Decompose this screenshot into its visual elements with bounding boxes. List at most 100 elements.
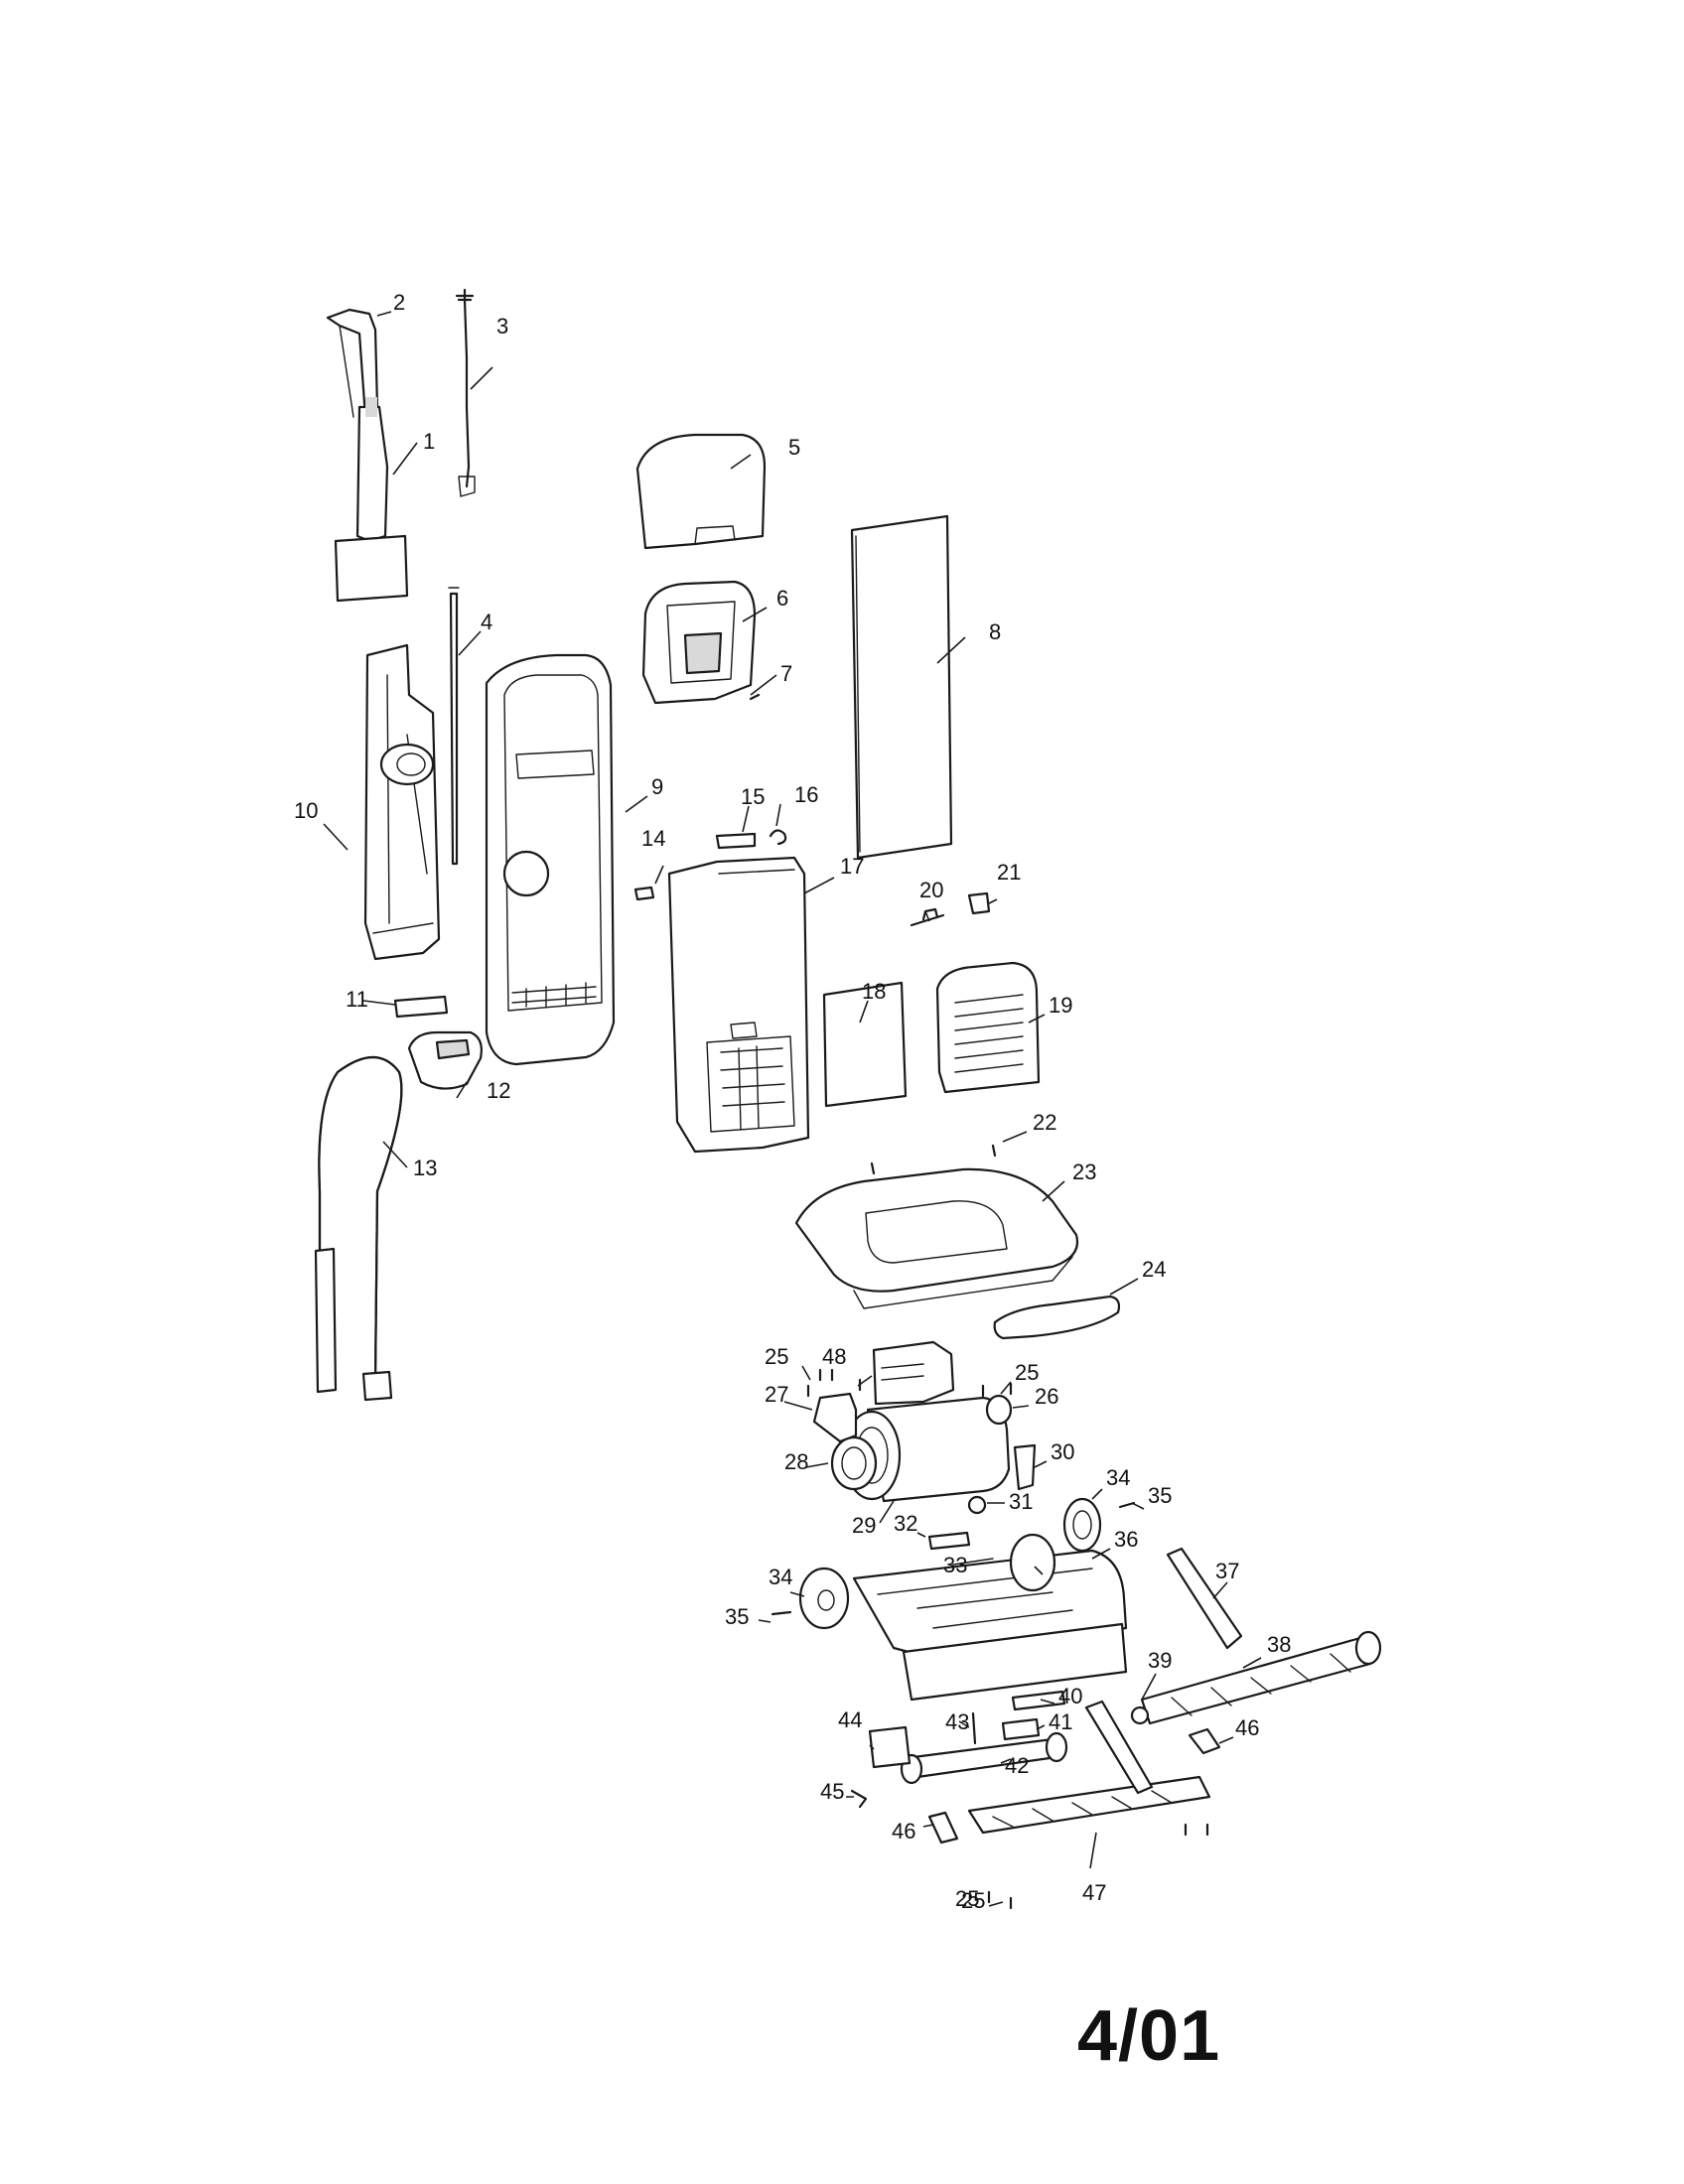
part-16-spring: [769, 829, 787, 846]
part-label-31: 31: [1009, 1489, 1033, 1514]
part-label-22: 22: [1033, 1110, 1056, 1135]
part-label-34: 34: [769, 1565, 792, 1589]
part-label-13: 13: [413, 1156, 437, 1180]
part-5-lid: [635, 433, 767, 550]
part-36-base: [852, 1533, 1128, 1702]
part-label-29: 29: [852, 1513, 876, 1538]
part-label-25: 25: [1015, 1360, 1039, 1385]
leader-lines: [323, 311, 1262, 1907]
part-41-gear: [1001, 1717, 1041, 1741]
part-label-37: 37: [1215, 1559, 1239, 1583]
part-33-belt: [952, 1558, 994, 1566]
part-15-latch: [715, 832, 757, 850]
part-8-panel: [850, 514, 953, 860]
part-label-18: 18: [862, 979, 886, 1004]
part-label-25: 25: [765, 1344, 788, 1369]
part-label-39: 39: [1148, 1648, 1172, 1673]
part-18-filter: [822, 981, 908, 1108]
part-label-27: 27: [765, 1382, 788, 1407]
part-label-2: 2: [393, 290, 405, 315]
part-label-35: 35: [1148, 1483, 1172, 1508]
part-label-26: 26: [1035, 1384, 1058, 1409]
part-label-45: 45: [820, 1779, 844, 1804]
part-11-clip: [393, 995, 449, 1019]
part-21-knob: [967, 891, 991, 915]
part-label-3: 3: [496, 314, 508, 339]
part-label-25: 25: [955, 1886, 979, 1911]
part-6-upper-housing: [641, 580, 757, 705]
date-code: 4/01: [1077, 1996, 1221, 2076]
part-label-42: 42: [1005, 1753, 1029, 1778]
part-40-belt-guard: [1011, 1690, 1066, 1711]
part-34-wheel-left: [798, 1567, 850, 1630]
part-39-endcap: [1130, 1706, 1150, 1725]
part-46-left: [927, 1811, 959, 1844]
part-label-17: 17: [840, 854, 864, 879]
part-label-48: 48: [822, 1344, 846, 1369]
part-20-switch: [910, 907, 945, 927]
part-44-plate: [868, 1725, 912, 1769]
part-45-clip: [850, 1789, 868, 1809]
part-label-36: 36: [1114, 1527, 1138, 1552]
part-12-cup: [407, 1030, 483, 1090]
part-7-screw: [749, 693, 761, 701]
part-47-bottom-plate: [967, 1700, 1211, 1835]
part-main-housing: [485, 653, 616, 1066]
part-label-1: 1: [423, 429, 435, 454]
part-48-motor-housing: [872, 1340, 955, 1406]
part-label-32: 32: [894, 1511, 917, 1536]
part-label-43: 43: [945, 1709, 969, 1734]
part-label-21: 21: [997, 860, 1021, 885]
part-label-6: 6: [776, 586, 788, 611]
part-label-15: 15: [741, 784, 765, 809]
part-31-spring: [967, 1495, 987, 1515]
part-19-grille: [935, 961, 1041, 1094]
part-37-strip: [1166, 1547, 1243, 1650]
part-43-pin: [971, 1711, 977, 1745]
part-label-7: 7: [780, 661, 792, 686]
part-46-right: [1188, 1727, 1221, 1755]
part-rod: [448, 587, 460, 866]
part-label-24: 24: [1142, 1257, 1166, 1282]
part-34-wheel-right: [1062, 1497, 1102, 1553]
part-label-35: 35: [725, 1604, 749, 1629]
part-28-ring: [830, 1435, 878, 1491]
part-label-12: 12: [487, 1078, 510, 1103]
part-27-bracket: [812, 1392, 858, 1443]
part-label-38: 38: [1267, 1632, 1291, 1657]
part-24-bumper: [993, 1295, 1121, 1340]
part-13-hose: [314, 1056, 403, 1402]
part-label-8: 8: [989, 619, 1001, 644]
part-label-9: 9: [651, 774, 663, 799]
part-35-axle-left: [771, 1610, 792, 1616]
part-label-14: 14: [641, 826, 665, 851]
part-handle-tube: [334, 397, 409, 603]
part-label-30: 30: [1051, 1439, 1074, 1464]
part-35-axle-right: [1118, 1501, 1136, 1509]
part-label-41: 41: [1049, 1709, 1072, 1734]
part-label-34: 34: [1106, 1465, 1130, 1490]
part-14-tab: [633, 886, 655, 901]
part-label-5: 5: [788, 435, 800, 460]
part-label-47: 47: [1082, 1880, 1106, 1905]
part-label-4: 4: [481, 610, 492, 634]
part-22-screw: [991, 1144, 997, 1158]
part-label-28: 28: [784, 1449, 808, 1474]
part-power-cord: [455, 288, 476, 497]
part-label-19: 19: [1049, 993, 1072, 1018]
part-label-46: 46: [1235, 1715, 1259, 1740]
part-23-hood: [794, 1161, 1079, 1309]
part-label-46: 46: [892, 1819, 915, 1843]
part-38-brushroll: [1140, 1630, 1382, 1725]
part-17-front-cover: [667, 856, 810, 1154]
part-label-25: 25: [961, 1888, 985, 1913]
part-label-11: 11: [346, 987, 368, 1012]
part-label-20: 20: [919, 878, 943, 902]
part-30-lever: [1013, 1443, 1037, 1491]
part-label-44: 44: [838, 1707, 862, 1732]
part-label-40: 40: [1058, 1684, 1082, 1708]
part-label-16: 16: [794, 782, 818, 807]
part-label-10: 10: [294, 798, 318, 823]
